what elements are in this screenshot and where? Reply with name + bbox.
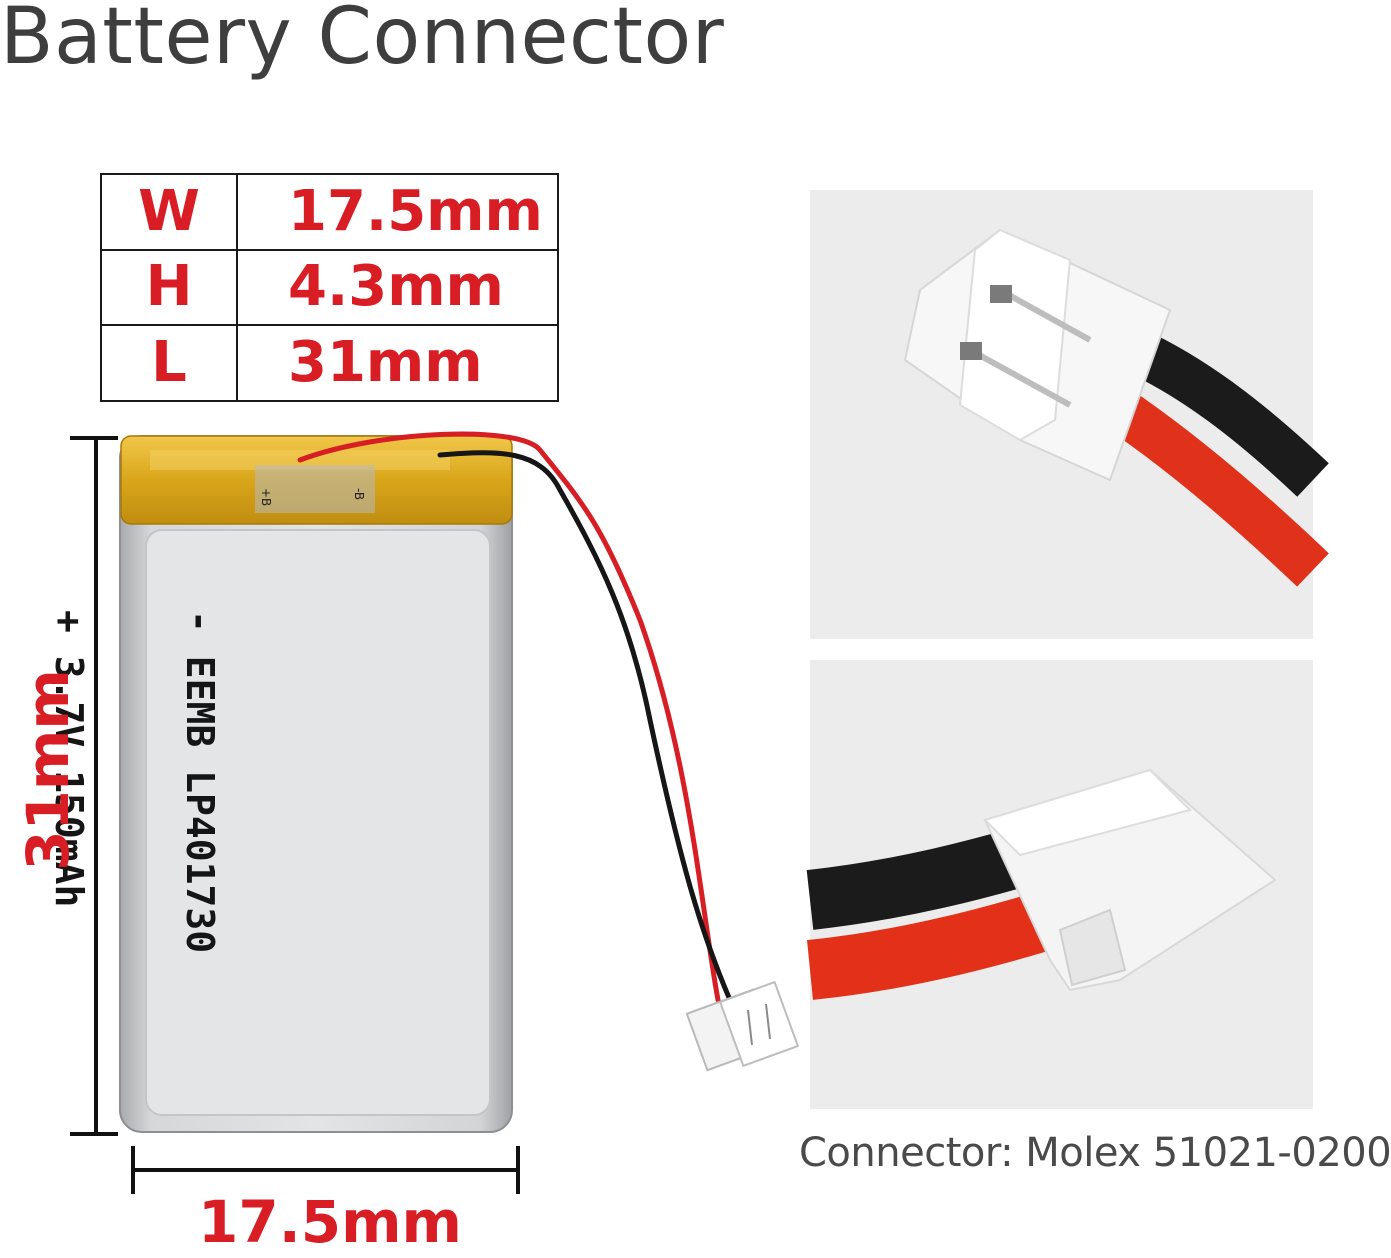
battery-label-line: - EEMB LP401730 (177, 610, 222, 954)
connector-photo-top (810, 190, 1329, 639)
connector-housing (983, 768, 1277, 992)
positive-tab-mark: +B (259, 488, 273, 506)
dimension-key: H (100, 248, 238, 327)
width-dimension-label: 17.5mm (198, 1188, 462, 1256)
table-row: L 31mm (100, 324, 559, 402)
table-row: W 17.5mm (100, 173, 559, 251)
dimension-value: 17.5mm (236, 173, 559, 251)
table-row: H 4.3mm (100, 248, 559, 327)
battery-illustration: +B -B (70, 431, 800, 1194)
connector-photo-bottom (806, 660, 1313, 1109)
height-dimension-line (70, 436, 118, 1136)
battery-cell (119, 435, 513, 1133)
height-dimension-label: 31mm (14, 669, 82, 871)
dimension-value: 4.3mm (236, 248, 559, 327)
dimension-key: W (100, 173, 238, 251)
small-connector-plug (685, 980, 800, 1072)
dimensions-table: W 17.5mm H 4.3mm L 31mm (100, 173, 559, 402)
connector-housing (903, 228, 1172, 482)
dimension-key: L (100, 324, 238, 402)
dimension-value: 31mm (236, 324, 559, 402)
battery-wires (297, 431, 733, 1003)
page-title: Battery Connector (0, 0, 725, 82)
connector-caption: Connector: Molex 51021-0200 (799, 1130, 1391, 1176)
negative-tab-mark: -B (352, 488, 366, 500)
width-dimension-line (131, 1146, 520, 1194)
